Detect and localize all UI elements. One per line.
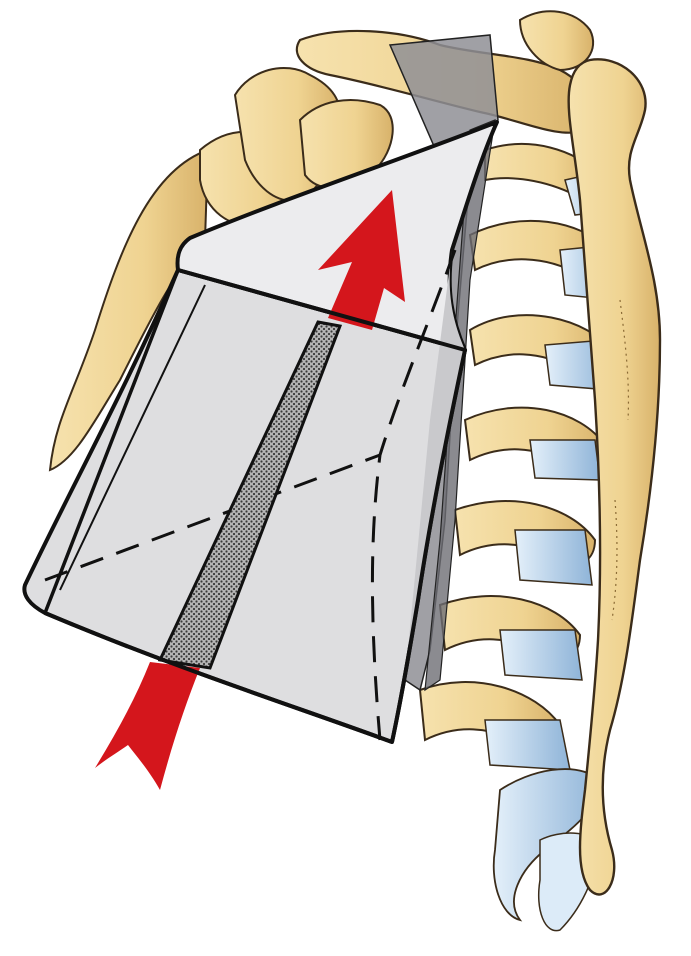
anatomical-illustration: [0, 0, 691, 956]
axilla-prism-diagram: [0, 0, 691, 956]
